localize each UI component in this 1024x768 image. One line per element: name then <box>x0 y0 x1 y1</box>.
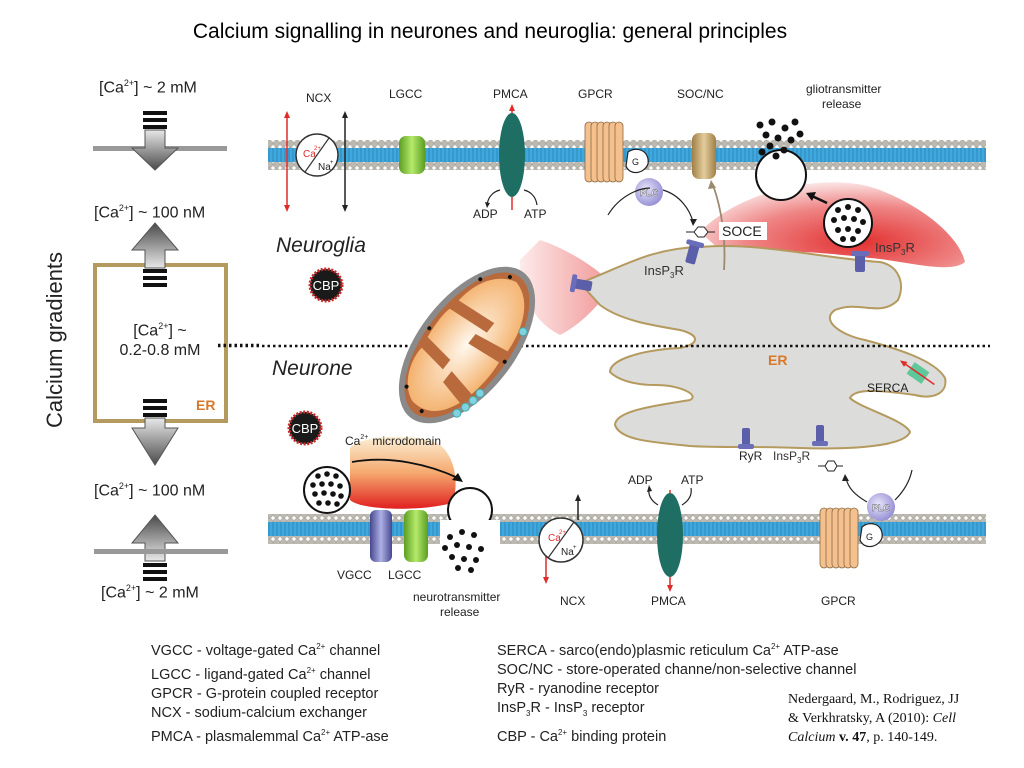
svg-text:+: + <box>330 160 334 166</box>
pmca-bottom <box>647 485 692 592</box>
gpcr-bottom-label: GPCR <box>821 594 856 608</box>
legend-item: SOC/NC - store-operated channe/non-selec… <box>497 661 857 678</box>
neurotransmitter-label-2: release <box>440 605 480 619</box>
gpcr-bottom: G PLC <box>819 469 913 569</box>
slide-title: Calcium signalling in neurones and neuro… <box>192 20 788 43</box>
svg-text:CBP: CBP <box>313 278 340 293</box>
influx-arrow-bottom <box>130 514 180 581</box>
svg-text:PLC: PLC <box>872 503 891 513</box>
neurone-label: Neurone <box>272 357 353 380</box>
soc-nc-label: SOC/NC <box>677 87 724 101</box>
insp3r-label-neuron: InsP3R <box>773 449 810 465</box>
legend-item: NCX - sodium-calcium exchanger <box>151 704 367 721</box>
lgcc-top <box>399 136 425 174</box>
svg-text:Ca: Ca <box>303 149 316 160</box>
svg-text:CBP: CBP <box>292 421 319 436</box>
er-label: ER <box>768 352 787 368</box>
er-release-arrow <box>130 222 180 287</box>
insp3r-glia-right <box>851 251 869 272</box>
serca-pump <box>899 360 935 386</box>
outer-membrane-line-bottom <box>94 549 228 554</box>
soce-label: SOCE <box>722 223 762 239</box>
adp-top-label: ADP <box>473 207 498 221</box>
pmca-bottom-label: PMCA <box>651 594 686 608</box>
lgcc-top-label: LGCC <box>389 87 423 101</box>
svg-text:2+: 2+ <box>559 530 566 536</box>
legend-item: VGCC - voltage-gated Ca2+ channel <box>151 642 381 659</box>
gradient-label-cytosol-top: [Ca2+] ~ 100 nM <box>94 203 206 222</box>
neurotransmitter-label-1: neurotransmitter <box>413 590 500 604</box>
ip3-molecule-top <box>686 226 715 238</box>
gliotransmitter-label-2: release <box>822 97 862 111</box>
vgcc-label: VGCC <box>337 568 372 582</box>
ncx-bottom: Ca 2+ Na + <box>538 494 584 584</box>
ncx-bottom-label: NCX <box>560 594 585 608</box>
neuronal-synaptic-vesicle <box>303 466 351 514</box>
gpcr-top: G PLC <box>584 121 697 226</box>
gradient-label-extracellular-top: [Ca2+] ~ 2 mM <box>99 78 197 97</box>
insp3r-glia-left <box>685 239 705 265</box>
legend-item: SERCA - sarco(endo)plasmic reticulum Ca2… <box>497 642 839 659</box>
microdomain-label: Ca2+microdomain <box>345 434 441 448</box>
pmca-top-label: PMCA <box>493 87 528 101</box>
calcium-microdomain <box>350 436 456 509</box>
mitochondrion <box>398 266 536 424</box>
cbp-neuron: CBP <box>287 410 323 446</box>
gradient-label-extracellular-bottom: [Ca2+] ~ 2 mM <box>101 583 199 602</box>
svg-text:G: G <box>632 157 639 167</box>
neuroglia-label: Neuroglia <box>276 234 366 257</box>
insp3r-neuron <box>812 425 828 446</box>
serca-label: SERCA <box>867 381 908 395</box>
legend-item: PMCA - plasmalemmal Ca2+ ATP-ase <box>151 727 389 745</box>
legend-item: CBP - Ca2+ binding protein <box>497 727 667 745</box>
glial-secretory-vesicle <box>823 198 873 248</box>
lgcc-bottom-label: LGCC <box>388 568 422 582</box>
legend-item: RyR - ryanodine receptor <box>497 680 659 697</box>
legend-right: SERCA - sarco(endo)plasmic reticulum Ca2… <box>497 637 856 747</box>
axis-label: Calcium gradients <box>42 252 67 428</box>
ncx-top-label: NCX <box>306 91 331 105</box>
vesicle-arrow <box>811 194 828 205</box>
adp-bottom-label: ADP <box>628 473 653 487</box>
cbp-glia: CBP <box>308 267 344 303</box>
legend-left: VGCC - voltage-gated Ca2+ channel LGCC -… <box>151 637 389 746</box>
ryr-receptor <box>738 428 754 449</box>
gradient-label-er: [Ca2+] ~ 0.2-0.8 mM <box>119 321 201 360</box>
er-label-left: ER <box>196 397 215 413</box>
legend-item: LGCC - ligand-gated Ca2+ channel <box>151 665 371 683</box>
gradient-label-cytosol-bottom: [Ca2+] ~ 100 nM <box>94 481 206 500</box>
insp3r-label-glia-left: InsP3R <box>644 263 684 280</box>
microdomain-arrow <box>351 458 459 479</box>
atp-top-label: ATP <box>524 207 546 221</box>
insp3r-label-glia-right: InsP3R <box>875 240 915 257</box>
insp3r-er-mito <box>569 274 593 293</box>
legend-item: GPCR - G-protein coupled receptor <box>151 685 379 702</box>
citation: Nedergaard, M., Rodriguez, JJ & Verkhrat… <box>788 692 960 745</box>
ncx-top: Ca 2+ Na + <box>284 111 348 212</box>
legend-item: InsP3R - InsP3 receptor <box>497 699 645 718</box>
svg-text:2+: 2+ <box>314 146 321 152</box>
svg-text:+: + <box>573 545 577 551</box>
vgcc-channel <box>370 510 392 562</box>
gpcr-top-label: GPCR <box>578 87 613 101</box>
ryr-label: RyR <box>739 449 763 463</box>
pmca-top <box>485 104 538 210</box>
er-uptake-arrow <box>131 399 179 466</box>
soc-nc-channel <box>692 133 716 179</box>
svg-text:G: G <box>866 532 873 542</box>
atp-bottom-label: ATP <box>681 473 703 487</box>
svg-text:Na: Na <box>318 162 331 173</box>
influx-arrow-top <box>130 111 180 171</box>
ip3-molecule-bottom <box>818 460 843 472</box>
neurotransmitter-vesicle <box>440 487 500 573</box>
svg-text:PLC: PLC <box>640 188 659 198</box>
svg-text:Ca: Ca <box>548 533 561 544</box>
mito-calcium-cloud <box>520 240 612 335</box>
svg-text:Na: Na <box>561 547 574 558</box>
gliotransmitter-vesicle <box>755 118 807 201</box>
gliotransmitter-label-1: gliotransmitter <box>806 82 881 96</box>
lgcc-bottom <box>404 510 428 562</box>
